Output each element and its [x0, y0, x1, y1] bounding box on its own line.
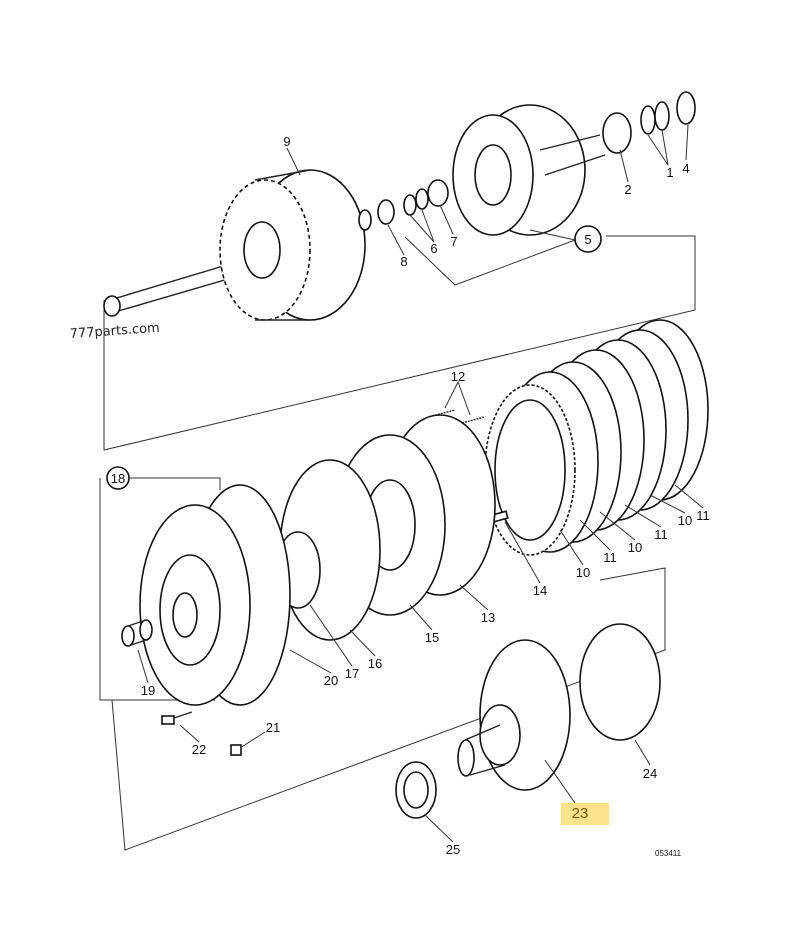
- label-24: 24: [643, 766, 657, 781]
- label-10: 10: [576, 565, 590, 580]
- part-9-planetary-drum: [103, 169, 372, 321]
- label-9: 9: [283, 134, 290, 149]
- parts-19-21-22: [121, 619, 242, 756]
- label-4: 4: [682, 161, 689, 176]
- label-19: 19: [141, 683, 155, 698]
- callout-circle-18: [106, 466, 130, 490]
- label-7: 7: [450, 234, 457, 249]
- label-1: 1: [666, 165, 673, 180]
- label-13: 13: [481, 610, 495, 625]
- label-12: 12: [451, 369, 465, 384]
- parts-16-17-seals: [275, 459, 381, 641]
- label-10: 10: [678, 513, 692, 528]
- part-23-stator-shaft: [457, 639, 571, 791]
- parts-24-25-rings: [395, 623, 661, 819]
- part-5-clutch-drum: [452, 104, 632, 236]
- label-23: 23: [571, 805, 589, 822]
- watermark: 777parts.com: [69, 321, 160, 342]
- leader-lines: [137, 124, 704, 843]
- label-11: 11: [654, 527, 668, 542]
- label-8: 8: [400, 254, 407, 269]
- label-20: 20: [324, 673, 338, 688]
- label-16: 16: [368, 656, 382, 671]
- label-11: 11: [696, 508, 710, 523]
- highlighted-part-23[interactable]: 23: [561, 803, 609, 825]
- parts-1-4-snap-rings: [640, 91, 696, 135]
- label-11: 11: [603, 550, 617, 565]
- label-17: 17: [345, 666, 359, 681]
- label-2: 2: [624, 182, 631, 197]
- part-labels: 1 2 4 5 6 7 8 9 10 10 10 11 11 11 12 13 …: [111, 134, 710, 857]
- parts-6-7-8-washers: [377, 179, 449, 225]
- label-5: 5: [584, 232, 591, 247]
- label-22: 22: [192, 742, 206, 757]
- callout-circle-5: [574, 225, 602, 253]
- group-bracket-lines: [99, 235, 696, 851]
- clutch-plates-10-11: [484, 319, 709, 556]
- label-18: 18: [111, 471, 125, 486]
- label-10: 10: [628, 540, 642, 555]
- label-25: 25: [446, 842, 460, 857]
- label-14: 14: [533, 583, 547, 598]
- label-15: 15: [425, 630, 439, 645]
- drawing-code: 053411: [655, 849, 682, 858]
- part-18-pump-housing: [139, 484, 291, 706]
- label-6: 6: [430, 241, 437, 256]
- label-21: 21: [266, 720, 280, 735]
